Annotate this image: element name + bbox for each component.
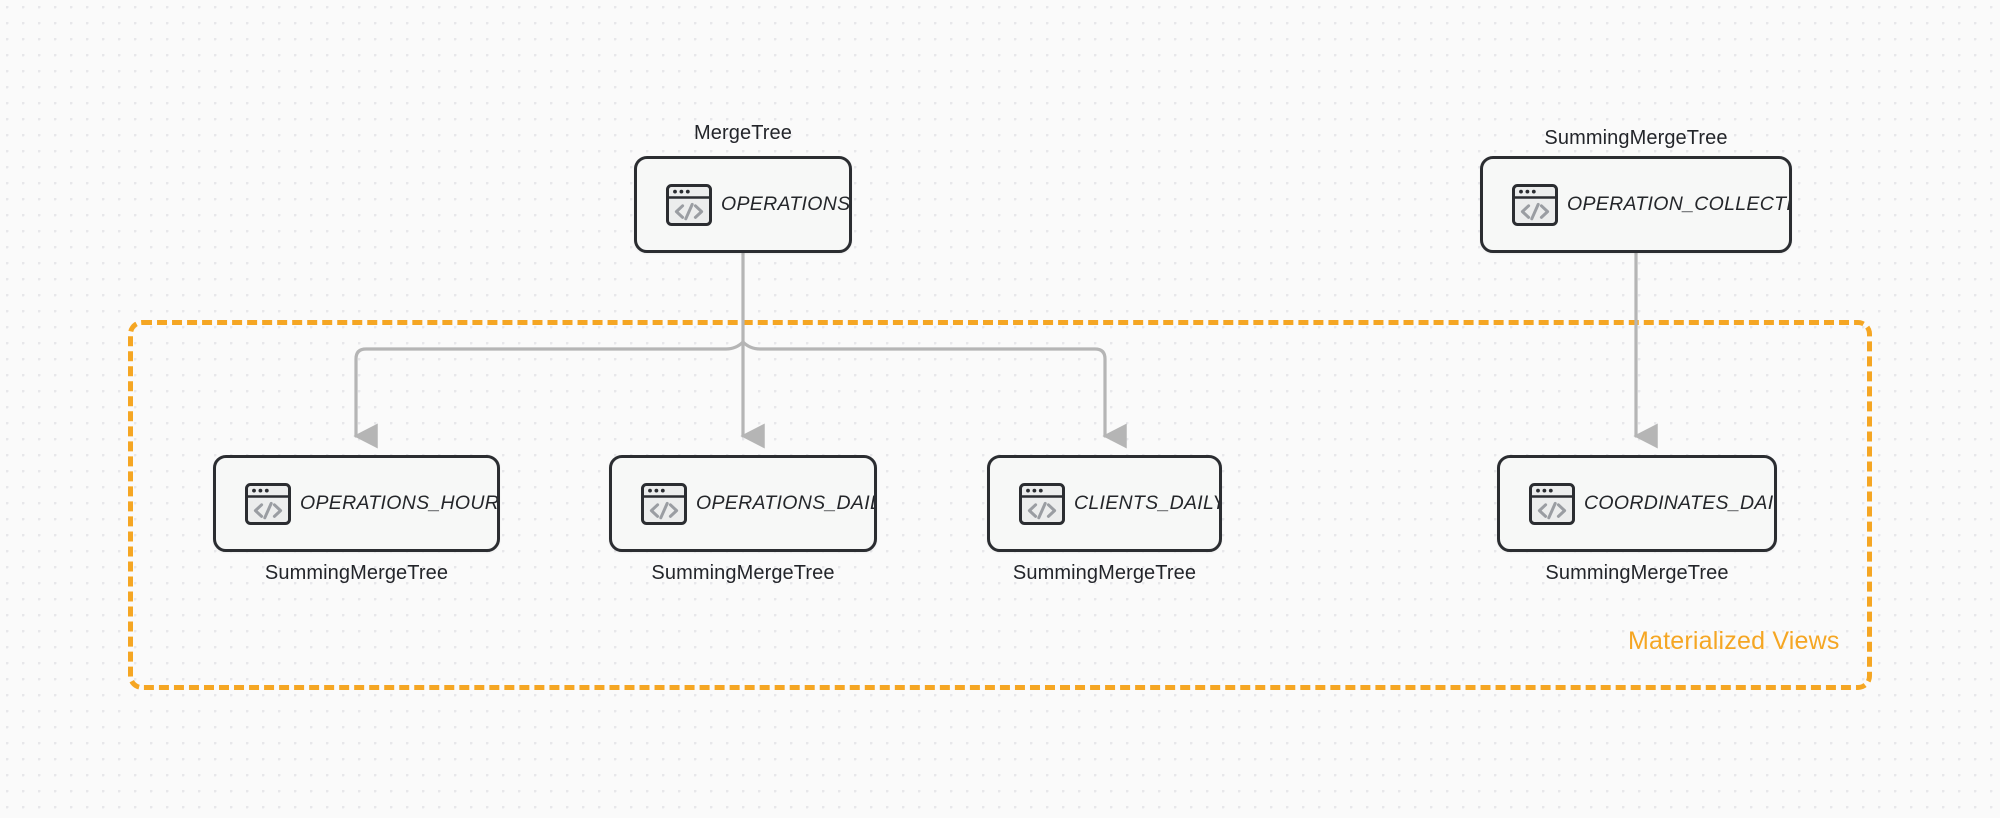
code-window-icon (666, 183, 712, 226)
engine-caption-clients-daily: SummingMergeTree (1012, 562, 1197, 584)
node-label-operations-daily: OPERATIONS_DAILY (696, 492, 874, 514)
materialized-views-group-label: Materialized Views (1628, 627, 1840, 655)
code-window-icon (1019, 482, 1065, 525)
engine-caption-coordinates-daily: SummingMergeTree (1545, 562, 1729, 584)
engine-caption-operations: MergeTree (694, 122, 792, 144)
code-window-icon (1529, 482, 1575, 525)
materialized-views-group[interactable] (128, 320, 1872, 690)
engine-caption-operations-daily: SummingMergeTree (651, 562, 835, 584)
node-operations[interactable]: OPERATIONS (634, 156, 852, 253)
node-label-clients-daily: CLIENTS_DAILY (1074, 492, 1219, 514)
code-window-icon (1512, 183, 1558, 226)
engine-caption-operations-hourly: SummingMergeTree (264, 562, 449, 584)
code-window-icon (245, 482, 291, 525)
node-operations-daily[interactable]: OPERATIONS_DAILY (609, 455, 877, 552)
node-coordinates-daily[interactable]: COORDINATES_DAILY (1497, 455, 1777, 552)
engine-caption-operation-collection: SummingMergeTree (1544, 127, 1728, 149)
node-label-operation-collection: OPERATION_COLLECTION (1567, 193, 1789, 215)
node-operations-hourly[interactable]: OPERATIONS_HOURLY (213, 455, 500, 552)
node-label-coordinates-daily: COORDINATES_DAILY (1584, 492, 1774, 514)
code-window-icon (641, 482, 687, 525)
node-operation-collection[interactable]: OPERATION_COLLECTION (1480, 156, 1792, 253)
node-label-operations-hourly: OPERATIONS_HOURLY (300, 492, 497, 514)
node-clients-daily[interactable]: CLIENTS_DAILY (987, 455, 1222, 552)
node-label-operations: OPERATIONS (721, 193, 849, 215)
